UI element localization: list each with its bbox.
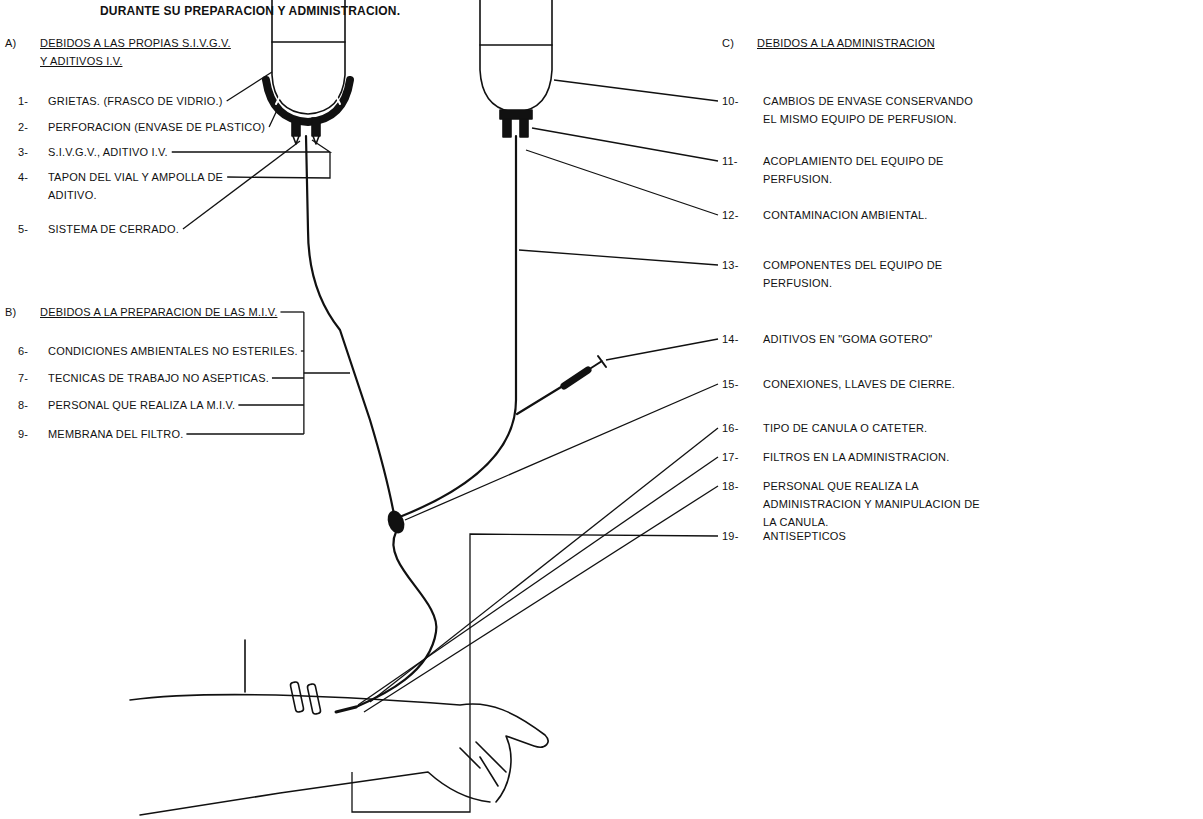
group-heading: DEBIDOS A LA PREPARACION DE LAS M.I.V. [40,303,277,321]
bottle-cap [500,110,532,119]
factor-text: PERSONAL QUE REALIZA LA ADMINISTRACION Y… [763,477,980,531]
callout-number: 10- [722,92,739,110]
factor-text: FILTROS EN LA ADMINISTRACION. [763,448,950,466]
factor-text: PERSONAL QUE REALIZA LA M.I.V. [48,396,235,414]
factor-text: TIPO DE CANULA O CATETER. [763,419,927,437]
leader-line [269,108,278,127]
leader-line [352,534,718,812]
cap-spike [312,118,320,136]
heading: DURANTE SU PREPARACION Y ADMINISTRACION. [100,2,400,20]
callout-number: 4- [18,168,28,186]
callout-number: 11- [722,152,738,170]
cap-spike [503,119,511,137]
callout-number: 13- [722,256,739,274]
infusion-tube [306,136,395,520]
callout-number: 16- [722,419,739,437]
leader-line [172,140,330,152]
leader-line [358,457,718,705]
callout-number: 17- [722,448,739,466]
callout-number: 9- [18,425,28,443]
callout-number: 8- [18,396,28,414]
group-heading: DEBIDOS A LA ADMINISTRACION [757,34,935,52]
factor-text: COMPONENTES DEL EQUIPO DE PERFUSION. [763,256,942,292]
arm-outline [244,640,246,692]
factor-text: PERFORACION (ENVASE DE PLASTICO) [48,118,265,136]
arm-outline [140,772,490,815]
factor-text: CONTAMINACION AMBIENTAL. [763,206,928,224]
factor-text: TAPON DEL VIAL Y AMPOLLA DE ADITIVO. [48,168,223,204]
finger-lines [460,742,506,786]
collar-notch [276,96,340,104]
factor-text: ANTISEPTICOS [763,527,846,545]
leader-line [405,384,718,520]
factor-text: TECNICAS DE TRABAJO NO ASEPTICAS. [48,369,269,387]
leader-line [227,152,330,178]
liquid-level [480,44,552,46]
factor-text: CAMBIOS DE ENVASE CONSERVANDO EL MISMO E… [763,92,973,128]
factor-text: MEMBRANA DEL FILTRO. [48,425,183,443]
callout-number: 1- [18,92,28,110]
leader-line [364,486,718,712]
factor-text: CONEXIONES, LLAVES DE CIERRE. [763,375,955,393]
callout-number: 2- [18,118,28,136]
leader-line [606,339,718,360]
cannula [336,707,356,712]
factor-text: GRIETAS. (FRASCO DE VIDRIO.) [48,92,223,110]
factor-text: ACOPLAMIENTO DEL EQUIPO DE PERFUSION. [763,152,944,188]
callout-number: 5- [18,220,28,238]
syringe-plunger [588,356,606,370]
leader-line [183,141,300,229]
group-heading: DEBIDOS A LAS PROPIAS S.I.V.G.V. Y ADITI… [40,34,231,70]
injection-port [517,384,566,414]
bracket-stub [238,404,304,405]
factor-text: SISTEMA DE CERRADO. [48,220,179,238]
callout-number: 15- [722,375,739,393]
factor-text: ADITIVOS EN "GOMA GOTERO" [763,330,932,348]
group-letter: C) [722,34,734,52]
callout-number: 7- [18,369,28,387]
bracket-stub [272,377,304,378]
fixing-tape [307,683,321,714]
leader-line [304,372,350,373]
leader-line [526,150,718,215]
callout-number: 18- [722,477,739,495]
bottle-collar [266,80,350,122]
callout-number: 14- [722,330,739,348]
callout-number: 19- [722,527,739,545]
callout-number: 3- [18,143,28,161]
fixing-tape [290,681,304,712]
syringe-body [564,370,588,386]
plastic-bottle [480,0,552,112]
leader-line [519,250,718,265]
callout-number: 12- [722,206,739,224]
callout-number: 6- [18,342,28,360]
bracket-stub [280,311,303,312]
leader-line [227,72,272,101]
leader-line [532,128,718,161]
factor-text: CONDICIONES AMBIENTALES NO ESTERILES. [48,342,298,360]
cap-spike [520,119,528,137]
infusion-tube [402,136,516,516]
leader-line [554,80,718,101]
liquid-level [272,41,345,43]
group-letter: B) [5,303,16,321]
arm-outline [130,695,548,802]
bracket-stub [186,433,303,434]
cap-spike [292,118,300,136]
factor-text: S.I.V.G.V., ADITIVO I.V. [48,143,168,161]
group-letter: A) [5,34,16,52]
